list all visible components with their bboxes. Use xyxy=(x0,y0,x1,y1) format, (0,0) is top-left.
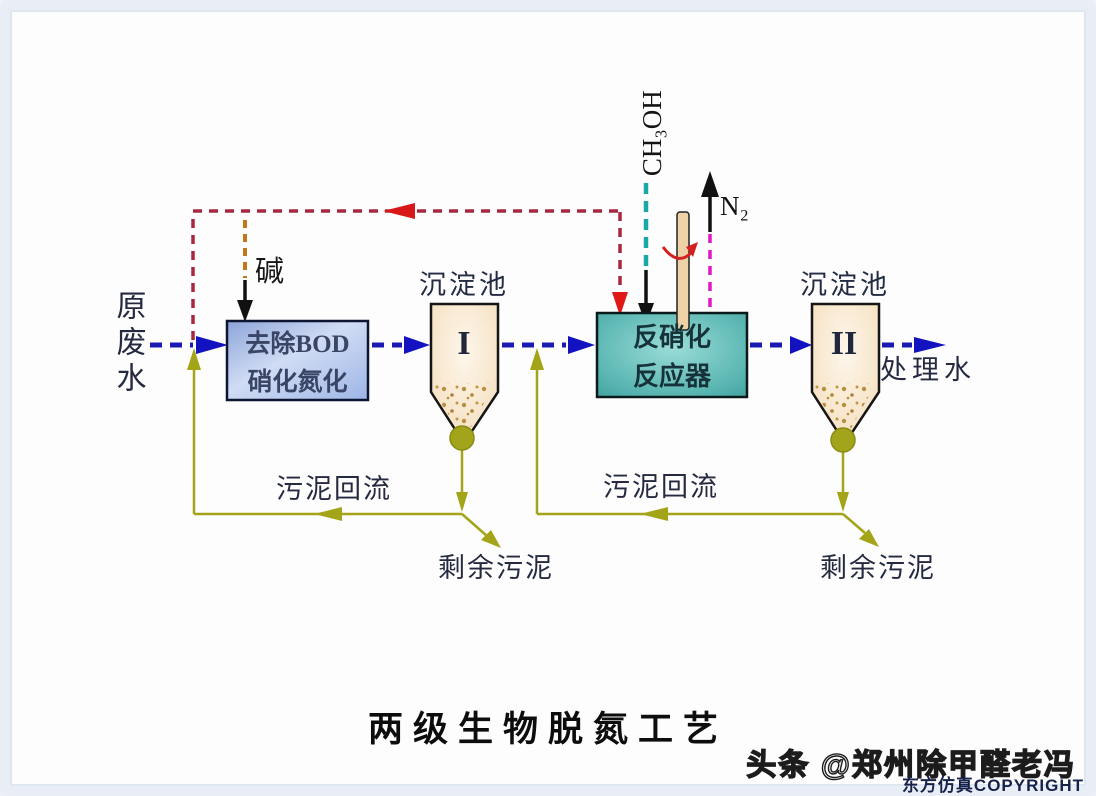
clarifier2-sludge-blanket xyxy=(815,383,876,440)
denitrification-reactor xyxy=(595,311,749,399)
bod-nitrification-box xyxy=(225,319,370,402)
clarifier1-numeral: I xyxy=(457,325,471,362)
bod-box-text: 去除BOD 硝化氮化 xyxy=(227,321,368,400)
mixer-rotation-arrow xyxy=(661,246,694,260)
reactor-line1: 反硝化 xyxy=(632,323,711,352)
clarifier2-numeral: II xyxy=(830,325,858,362)
alkali-arrowhead xyxy=(237,300,253,322)
alkali-label: 碱 xyxy=(255,256,285,288)
influent-label: 原废水 xyxy=(111,290,145,398)
mixer-rotation-arrowhead xyxy=(686,242,698,257)
sludge-return-line-2 xyxy=(535,370,866,534)
excess-sludge-label-1: 剩余污泥 xyxy=(438,553,554,583)
watermark-copyright: 东方仿真COPYRIGHT xyxy=(901,776,1084,795)
recycle-down-arrowhead xyxy=(612,292,628,316)
sludge-return-arrowheads-2 xyxy=(530,348,879,547)
diagram-title: 两级生物脱氮工艺 xyxy=(367,710,729,749)
clarifier2-outlet-valve xyxy=(830,427,856,453)
methanol-label: CH₃OH xyxy=(636,90,667,177)
bod-box-line2: 硝化氮化 xyxy=(247,368,348,396)
sludge-return-arrowheads-1 xyxy=(187,348,501,548)
recycle-left-arrowhead xyxy=(383,203,415,219)
nitrogen-label: N₂ xyxy=(720,191,749,221)
sludge-return-label-2: 污泥回流 xyxy=(603,472,719,502)
main-flow-arrowheads xyxy=(196,336,946,354)
watermark-author: 头条 @郑州除甲醛老冯 xyxy=(746,748,1076,782)
excess-sludge-label-2: 剩余污泥 xyxy=(820,553,936,583)
reactor-text: 反硝化 反应器 xyxy=(597,313,747,397)
bod-box-line1: 去除BOD xyxy=(245,330,350,358)
mixer-shaft xyxy=(676,211,690,331)
clarifier1-outlet-valve xyxy=(449,425,475,451)
reactor-line2: 反应器 xyxy=(632,362,711,391)
effluent-label: 处理水 xyxy=(880,355,976,385)
clarifier1-sludge-blanket xyxy=(434,383,495,440)
sludge-return-label-1: 污泥回流 xyxy=(276,474,392,504)
clarifier2-title: 沉淀池 xyxy=(800,270,890,300)
nitrogen-arrowhead xyxy=(701,171,719,197)
clarifier1-title: 沉淀池 xyxy=(419,270,509,300)
